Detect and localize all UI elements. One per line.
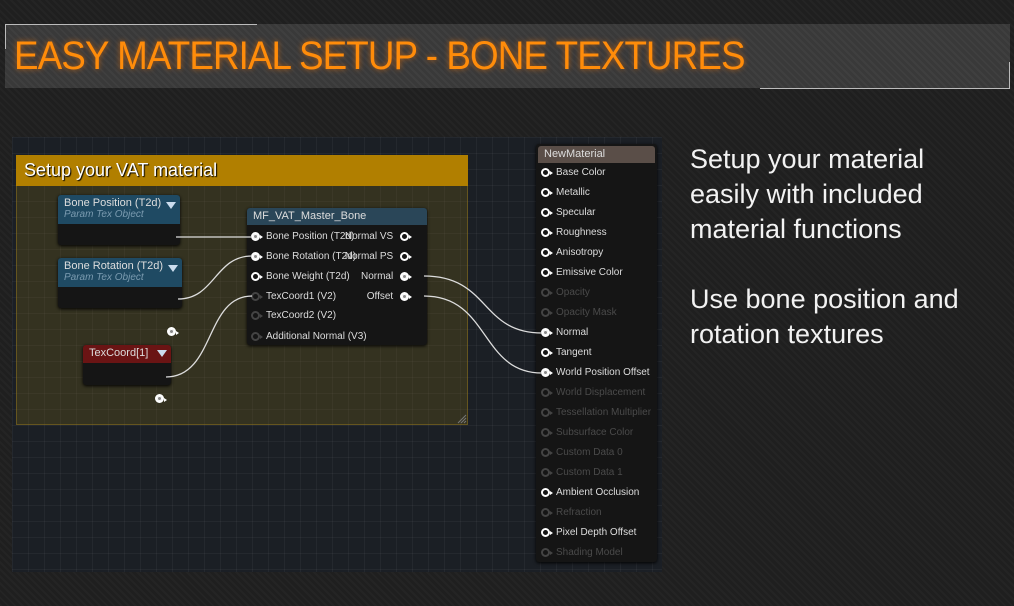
material-input-pin-row[interactable]: Tangent: [541, 347, 592, 358]
pin-label: Normal: [556, 327, 589, 338]
material-input-pin-row[interactable]: Anisotropy: [541, 247, 603, 258]
banner-border: [760, 88, 1010, 89]
pin-icon[interactable]: [541, 287, 553, 297]
pin-icon[interactable]: [541, 207, 553, 217]
material-input-pin-row[interactable]: Specular: [541, 207, 595, 218]
pin-icon[interactable]: [541, 407, 553, 417]
node-title: Bone Rotation (T2d): [64, 260, 164, 272]
material-input-pin-row[interactable]: Opacity Mask: [541, 307, 617, 318]
pin-label: Roughness: [556, 227, 607, 238]
node-title: TexCoord[1]: [89, 347, 149, 359]
pin-label: Tangent: [556, 347, 592, 358]
pin-label: Subsurface Color: [556, 427, 634, 438]
material-input-pin-row[interactable]: World Displacement: [541, 387, 645, 398]
material-input-pin-row[interactable]: Custom Data 0: [541, 447, 623, 458]
node-title: NewMaterial: [538, 146, 655, 163]
description-1: Setup your material easily with included…: [690, 144, 925, 244]
pin-label: World Displacement: [556, 387, 646, 398]
output-pin-row[interactable]: Offset: [367, 291, 415, 302]
material-input-pin-row[interactable]: Ambient Occlusion: [541, 487, 639, 498]
comment-title[interactable]: Setup your VAT material: [16, 155, 468, 186]
pin-icon[interactable]: [541, 307, 553, 317]
output-pin-row[interactable]: Normal: [361, 271, 415, 282]
material-input-pin-row[interactable]: Metallic: [541, 187, 590, 198]
pin-icon[interactable]: [541, 247, 553, 257]
pin-label: Custom Data 1: [556, 467, 623, 478]
pin-label: Emissive Color: [556, 267, 623, 278]
pin-icon[interactable]: [541, 387, 553, 397]
pin-label: Pixel Depth Offset: [556, 527, 637, 538]
material-input-pin-row[interactable]: Subsurface Color: [541, 427, 633, 438]
material-input-pin-row[interactable]: Tessellation Multiplier: [541, 407, 651, 418]
pin-label: Opacity: [556, 287, 590, 298]
banner-border: [5, 24, 257, 25]
material-input-pin-row[interactable]: Shading Model: [541, 547, 623, 558]
pin-icon[interactable]: [541, 167, 553, 177]
pin-icon[interactable]: [541, 227, 553, 237]
input-pin-row[interactable]: TexCoord2 (V2): [251, 310, 336, 321]
dropdown-icon[interactable]: [166, 202, 176, 209]
page-title: EASY MATERIAL SETUP - BONE TEXTURES: [14, 34, 746, 78]
material-input-pin-row[interactable]: Emissive Color: [541, 267, 623, 278]
output-pin-row[interactable]: Normal PS: [345, 251, 415, 262]
pin-icon[interactable]: [541, 507, 553, 517]
dropdown-icon[interactable]: [157, 350, 167, 357]
dropdown-icon[interactable]: [168, 265, 178, 272]
material-input-pin-row[interactable]: Refraction: [541, 507, 602, 518]
wire-normal: [423, 275, 543, 334]
node-title: MF_VAT_Master_Bone: [247, 208, 427, 225]
material-input-pin-row[interactable]: Base Color: [541, 167, 605, 178]
pin-icon[interactable]: [541, 527, 553, 537]
pin-label: Tessellation Multiplier: [556, 407, 652, 418]
title-banner: [5, 24, 1010, 88]
wire-texcoord: [165, 295, 253, 378]
bone-rotation-node[interactable]: Bone Rotation (T2d) Param Tex Object: [58, 258, 182, 337]
pin-label: Metallic: [556, 187, 590, 198]
material-input-pin-row[interactable]: Opacity: [541, 287, 590, 298]
output-pin-row[interactable]: Normal VS: [345, 231, 415, 242]
pin-icon[interactable]: [541, 487, 553, 497]
node-subtitle: Param Tex Object: [64, 209, 144, 220]
pin-label: World Position Offset: [556, 367, 650, 378]
pin-icon[interactable]: [541, 187, 553, 197]
pin-label: Custom Data 0: [556, 447, 623, 458]
pin-label: Specular: [556, 207, 596, 218]
material-input-pin-row[interactable]: Pixel Depth Offset: [541, 527, 636, 538]
pin-icon[interactable]: [541, 447, 553, 457]
pin-icon[interactable]: [541, 427, 553, 437]
node-subtitle: Param Tex Object: [64, 272, 144, 283]
material-input-pin-row[interactable]: Custom Data 1: [541, 467, 623, 478]
texcoord-node[interactable]: TexCoord[1]: [83, 345, 171, 404]
material-input-pin-row[interactable]: Roughness: [541, 227, 607, 238]
node-title: Bone Position (T2d): [64, 197, 162, 209]
pin-label: Ambient Occlusion: [556, 487, 640, 498]
output-pin[interactable]: [155, 394, 167, 404]
side-description: Setup your material easily with included…: [690, 142, 1010, 387]
pin-label: Opacity Mask: [556, 307, 617, 318]
banner-border: [1009, 62, 1010, 89]
pin-icon[interactable]: [541, 467, 553, 477]
banner-border: [5, 24, 6, 49]
mf-vat-master-bone-node[interactable]: MF_VAT_Master_Bone Bone Position (T2d) B…: [247, 208, 427, 345]
pin-label: Refraction: [556, 507, 602, 518]
bone-position-node[interactable]: Bone Position (T2d) Param Tex Object: [58, 195, 180, 275]
pin-label: Shading Model: [556, 547, 623, 558]
description-2: Use bone position and rotation textures: [690, 284, 959, 349]
pin-label: Anisotropy: [556, 247, 604, 258]
pin-icon[interactable]: [541, 347, 553, 357]
pin-icon[interactable]: [541, 267, 553, 277]
resize-handle-icon: [457, 414, 467, 424]
pin-icon[interactable]: [541, 547, 553, 557]
wire-bone-rotation: [177, 255, 253, 300]
wire-offset: [423, 295, 543, 374]
output-pin[interactable]: [167, 327, 179, 337]
pin-label: Base Color: [556, 167, 606, 178]
input-pin-row[interactable]: Additional Normal (V3): [251, 331, 367, 342]
input-pin-row[interactable]: Bone Weight (T2d): [251, 271, 350, 282]
